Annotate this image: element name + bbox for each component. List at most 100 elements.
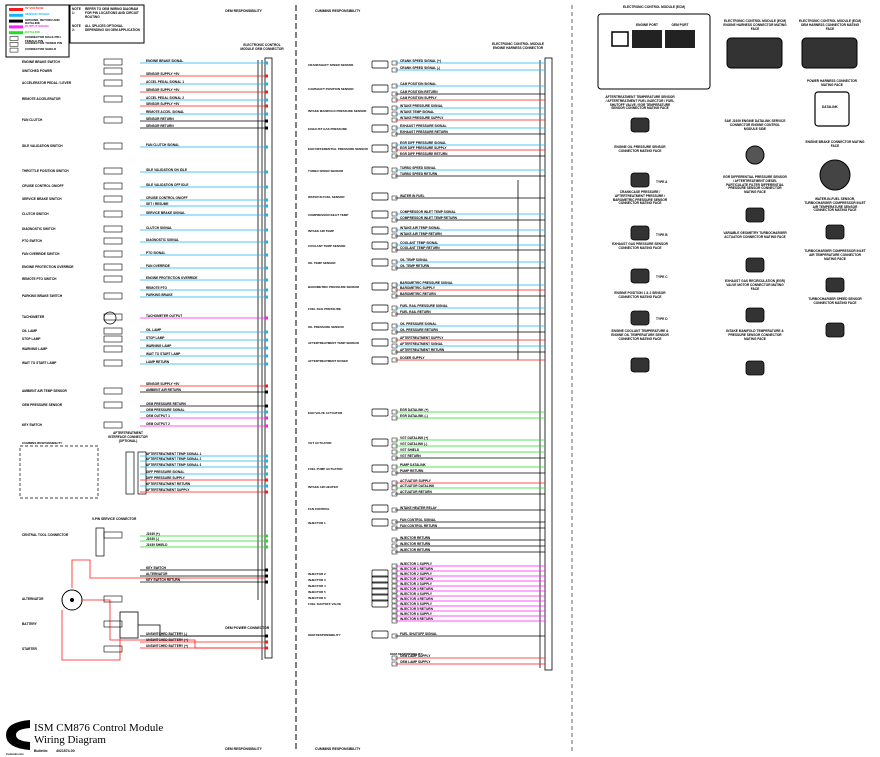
component-label: INTAKE AIR HEATER <box>308 485 339 489</box>
wire-label: INJECTOR 6 SUPPLY <box>400 612 433 616</box>
pin <box>265 253 268 257</box>
pin <box>265 170 268 174</box>
connector-pin <box>391 485 398 491</box>
wire-label: INTAKE AIR TEMP SIGNAL <box>400 226 441 230</box>
sensor-icon <box>371 575 389 584</box>
pin <box>265 240 268 244</box>
connector-face-icon <box>630 357 650 373</box>
component-label: EGR DIFFERENTIAL PRESSURE SENSOR <box>308 147 369 151</box>
wire-label: SENSOR RETURN <box>146 124 174 128</box>
engine-connector <box>544 57 553 671</box>
wire-label: FAN CONTROL RETURN <box>400 524 438 528</box>
component-label: OIL TEMP SENSOR <box>308 261 336 265</box>
sensor-icon <box>371 569 389 578</box>
wire-label: ACCEL PEDAL SIGNAL 2 <box>146 96 184 100</box>
connector-pin <box>391 282 398 288</box>
wire-label: OEM LAMP SUPPLY <box>400 660 431 664</box>
wire-label: INJECTOR 5 SUPPLY <box>400 602 433 606</box>
connector-pin <box>391 91 398 97</box>
pin <box>265 278 268 282</box>
wire-label: SET / RESUME <box>146 202 169 206</box>
pin <box>265 534 268 538</box>
sensor-icon <box>371 258 389 267</box>
cummins-responsibility-header: CUMMINS RESPONSIBILITY <box>315 9 361 13</box>
j1939-service-face <box>745 145 765 165</box>
component-label: CRANKSHAFT SPEED SENSOR <box>308 63 354 67</box>
wire-label: IDLE VALIDATION ON IDLE <box>146 168 187 172</box>
component-label: WATER IN FUEL SENSOR <box>308 195 345 199</box>
wire-label: OIL PRESSURE RETURN <box>400 328 439 332</box>
aftertreatment-responsibility: CUMMINS RESPONSIBILITY <box>22 441 62 445</box>
component-icon <box>103 620 123 628</box>
component-label: TACHOMETER <box>22 315 45 319</box>
wire-label: DOSER SUPPLY <box>400 356 426 360</box>
pin <box>265 390 268 394</box>
component-icon <box>103 95 123 103</box>
service-connector-title: 9-PIN SERVICE CONNECTOR <box>92 517 137 521</box>
connector-pin <box>391 543 398 549</box>
wire-label: PUMP DATALINK <box>400 463 427 467</box>
component-label: BATTERY <box>22 622 38 626</box>
pin <box>265 362 268 366</box>
wire-label: AFTERTREATMENT RETURN <box>400 348 445 352</box>
wire-label: AFTERTREATMENT SUPPLY <box>400 336 444 340</box>
connector-pin <box>391 111 398 117</box>
engine-brake-face <box>819 159 851 191</box>
connector-pin <box>391 563 398 569</box>
wire-label: CAM POSITION SUPPLY <box>400 96 438 100</box>
wire-label: CRUISE CONTROL ON/OFF <box>146 196 188 200</box>
sensor-icon <box>371 504 389 513</box>
connector-pin <box>391 97 398 103</box>
connector-pin <box>391 67 398 73</box>
component-icon <box>103 142 123 150</box>
connector-pin <box>391 480 398 486</box>
pin <box>265 465 268 469</box>
connector-pin <box>391 573 398 579</box>
pin <box>265 410 268 414</box>
pin <box>265 539 268 543</box>
component-label: OIL PRESSURE SENSOR <box>308 325 345 329</box>
component-icon <box>103 595 123 603</box>
wire-label: J1939 (-) <box>146 537 159 541</box>
wire-label: OEM PRESSURE SIGNAL <box>146 408 185 412</box>
ecm-oem-port <box>665 30 695 48</box>
component-label: IDLE VALIDATION SWITCH <box>22 144 63 148</box>
connector-face-icon <box>630 225 650 241</box>
legend-swatch <box>9 25 23 29</box>
connector-pin <box>391 329 398 335</box>
wire-label: OEM LAMP SUPPLY <box>400 654 431 658</box>
pin <box>265 568 268 572</box>
ecm-body <box>597 13 711 90</box>
pin <box>265 640 268 644</box>
wire-label: AMBIENT AIR RETURN <box>146 388 182 392</box>
component-label: DIAGNOSTIC SWITCH <box>22 227 56 231</box>
wire-label: DIAGNOSTIC SIGNAL <box>146 238 179 242</box>
aftertreatment-box <box>19 445 99 499</box>
cummins-logo <box>6 720 30 750</box>
wire-label: J1939 (+) <box>146 532 160 536</box>
component-icon <box>103 313 123 321</box>
wire-label: INJECTOR RETURN <box>400 542 431 546</box>
connector-pin <box>391 470 398 476</box>
connector-pin <box>391 655 398 661</box>
wire-label: REMOTE PTO <box>146 286 168 290</box>
connector-pin <box>391 293 398 299</box>
connector-pin <box>391 455 398 461</box>
pin <box>265 478 268 482</box>
connector-pin <box>391 357 398 363</box>
key-switch-center <box>70 598 74 602</box>
pin <box>265 295 268 299</box>
sensor-icon <box>371 599 389 608</box>
sensor-icon <box>371 144 389 153</box>
connector-face-icon <box>825 224 845 240</box>
pin <box>265 288 268 292</box>
wire-label: INJECTOR 4 SUPPLY <box>400 592 433 596</box>
wire-label: BAROMETRIC SUPPLY <box>400 286 436 290</box>
connector-pin <box>391 247 398 253</box>
component-icon <box>103 275 123 283</box>
oem-responsibility-footer: OEM RESPONSIBILITY <box>225 747 263 751</box>
component-icon <box>103 421 123 429</box>
connector-pin <box>391 242 398 248</box>
pin <box>265 338 268 342</box>
sensor-icon <box>371 84 389 93</box>
